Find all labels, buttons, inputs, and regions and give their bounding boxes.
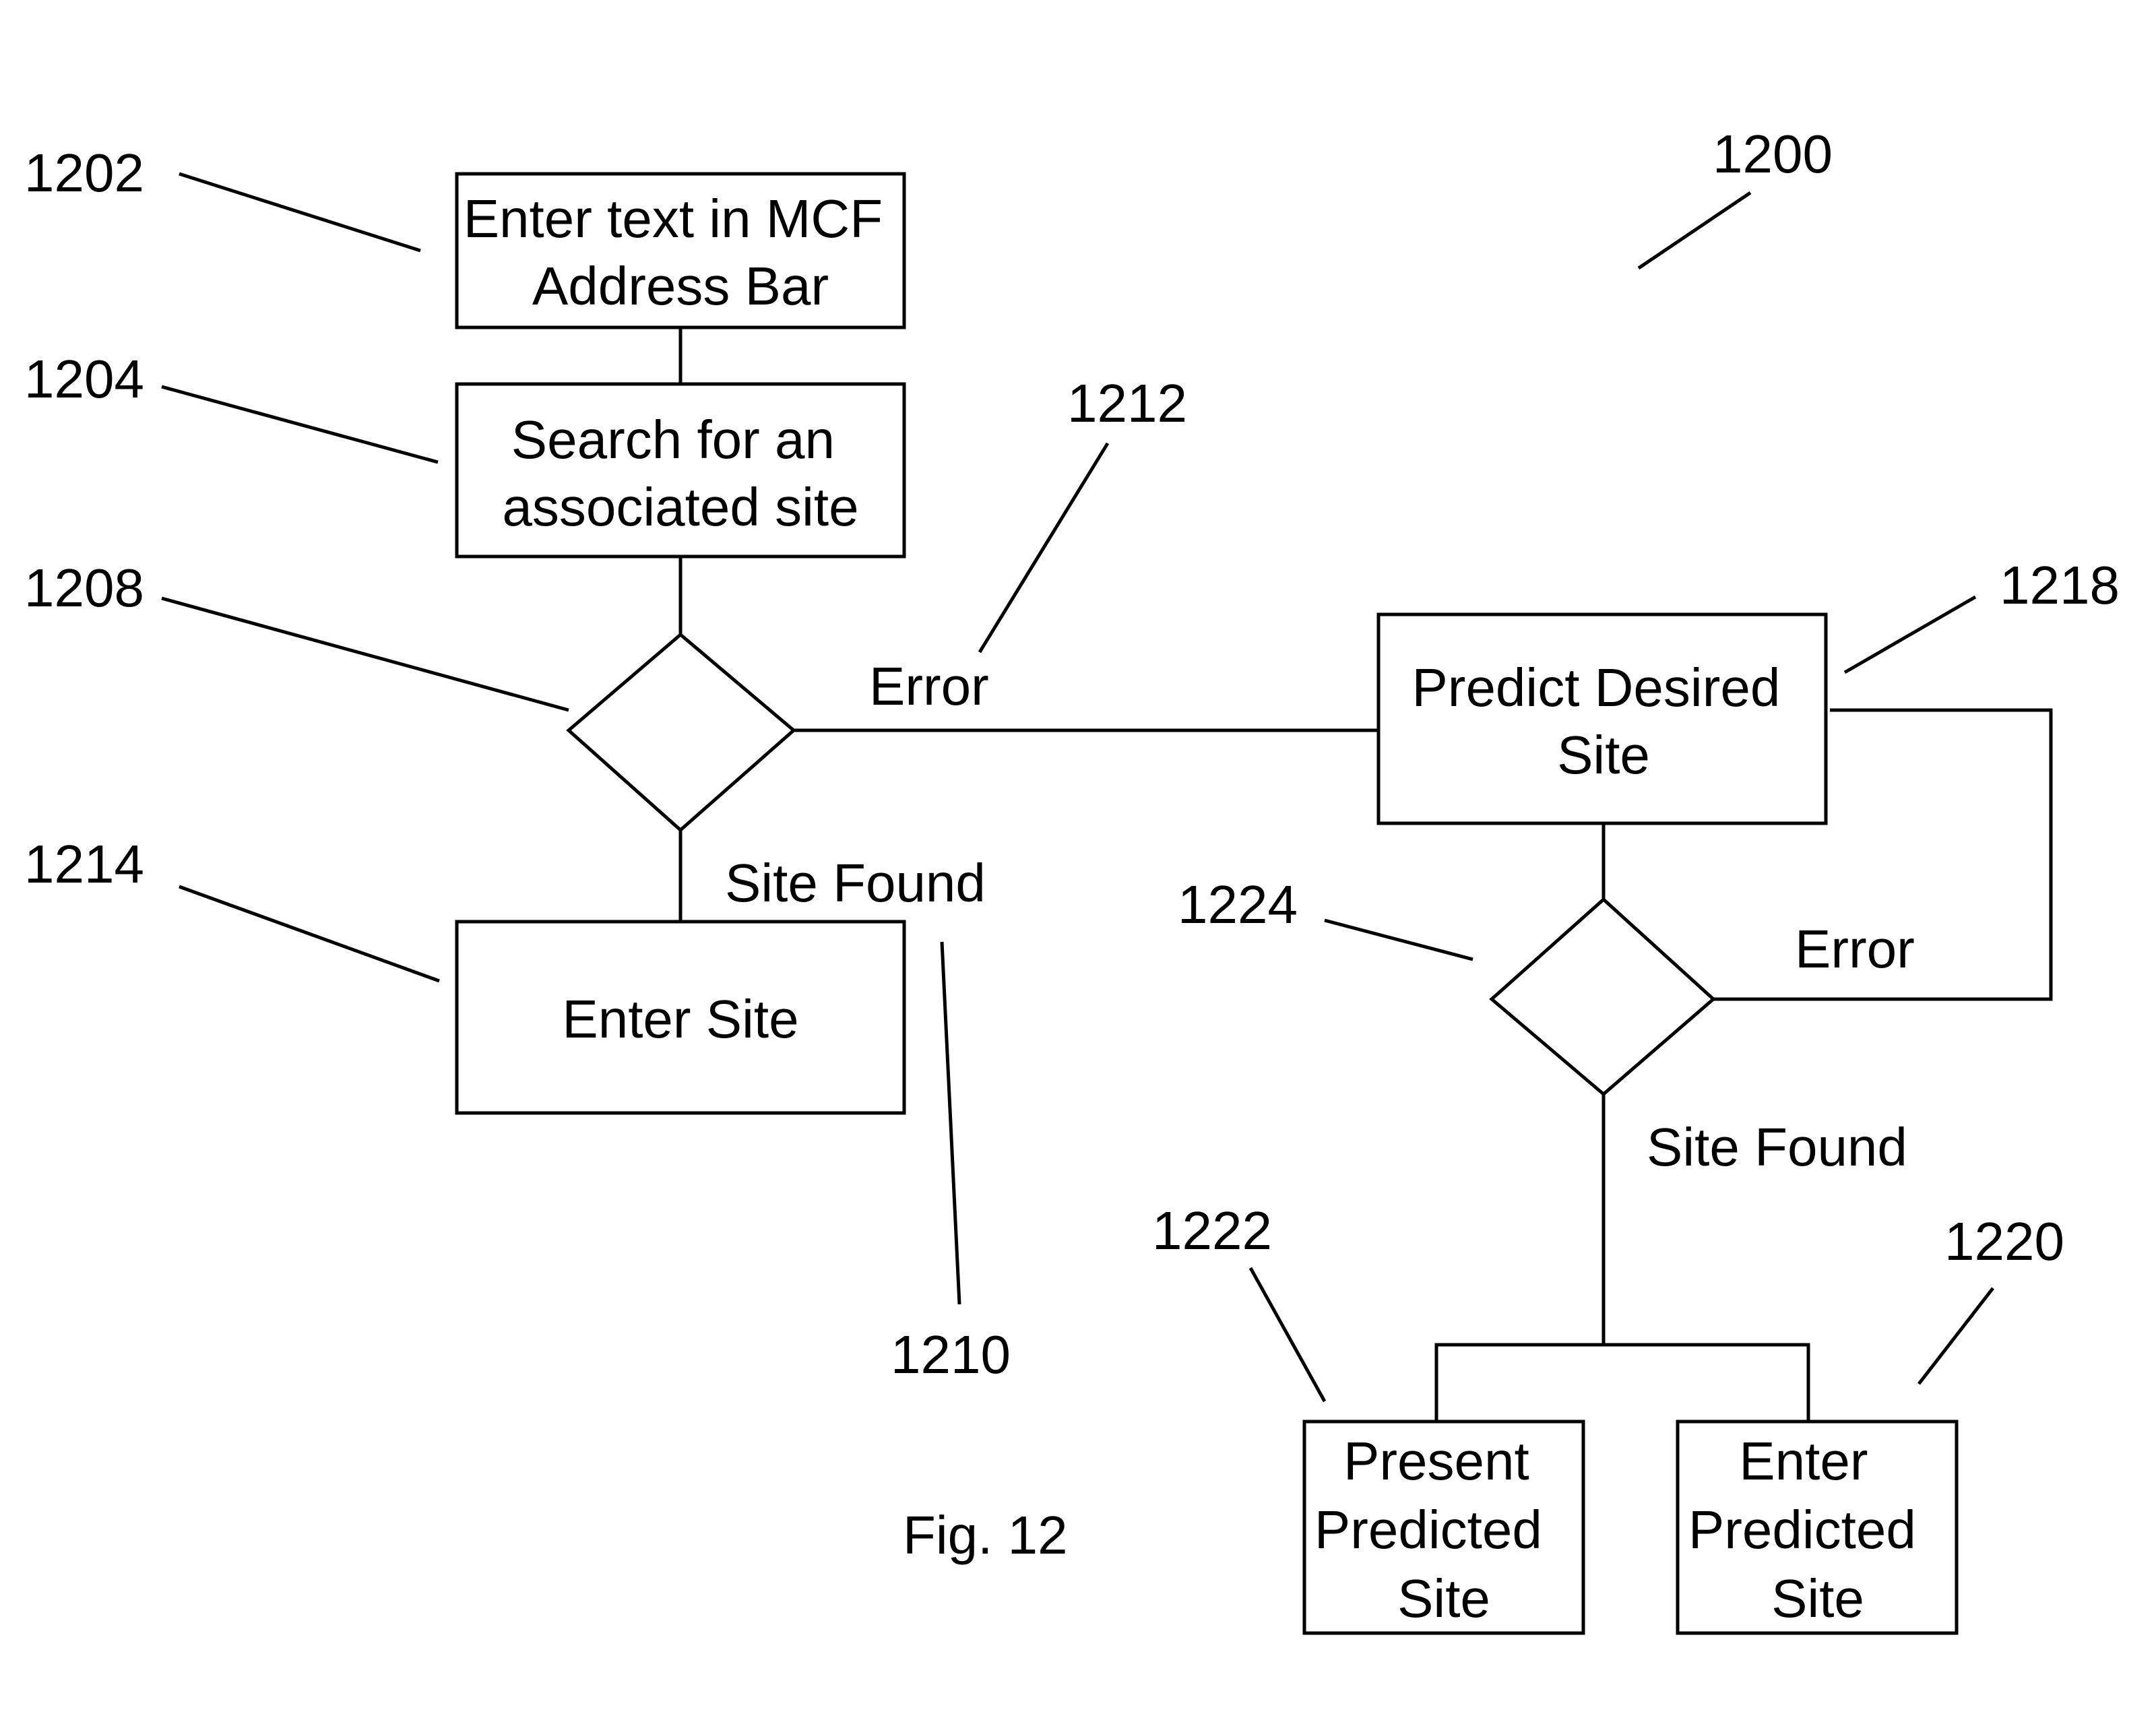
edge-label-site-found-2: Site Found bbox=[1647, 1117, 1907, 1177]
leader-1220 bbox=[1919, 1288, 1993, 1384]
box-label-line: Address Bar bbox=[532, 256, 829, 316]
box-label-line: Enter bbox=[1739, 1431, 1868, 1491]
box-enter-predicted-1220: Enter Predicted Site bbox=[1678, 1422, 1957, 1633]
edge-label-error-2: Error bbox=[1795, 919, 1915, 979]
ref-label-1222: 1222 bbox=[1152, 1201, 1272, 1261]
leader-1210 bbox=[942, 942, 959, 1304]
box-label-line: Site bbox=[1771, 1568, 1864, 1628]
box-predict-site-1218: Predict Desired Site bbox=[1378, 614, 1826, 823]
box-label-line: Predicted bbox=[1314, 1500, 1542, 1560]
decision-diamond-1224 bbox=[1492, 899, 1713, 1094]
ref-label-1214: 1214 bbox=[24, 834, 144, 894]
leader-1224 bbox=[1325, 920, 1473, 959]
decision-diamond-1208 bbox=[569, 635, 794, 830]
box-label-line: Enter text in MCF bbox=[464, 189, 883, 249]
box-label: Enter Site bbox=[562, 989, 798, 1049]
box-label-line: Site bbox=[1557, 725, 1650, 785]
box-enter-text-1202: Enter text in MCF Address Bar bbox=[457, 174, 904, 327]
box-label-line: Predict Desired bbox=[1412, 658, 1780, 718]
edge-label-error-1: Error bbox=[869, 656, 989, 716]
box-label-line: Enter Site bbox=[562, 989, 798, 1049]
ref-label-1210: 1210 bbox=[891, 1325, 1011, 1385]
box-enter-site-1214: Enter Site bbox=[457, 922, 904, 1113]
leader-1214 bbox=[179, 887, 439, 981]
ref-label-1220: 1220 bbox=[1944, 1211, 2064, 1271]
leader-1204 bbox=[162, 387, 438, 462]
ref-label-1212: 1212 bbox=[1067, 373, 1187, 433]
leader-1212 bbox=[980, 443, 1108, 652]
box-label-line: Search for an bbox=[511, 410, 835, 470]
box-label-line: associated site bbox=[502, 477, 858, 537]
leader-1202 bbox=[179, 174, 420, 251]
ref-label-1204: 1204 bbox=[24, 349, 144, 409]
ref-label-1224: 1224 bbox=[1178, 874, 1298, 934]
ref-label-1202: 1202 bbox=[24, 143, 144, 203]
edge-label-site-found-1: Site Found bbox=[725, 853, 986, 913]
leader-1208 bbox=[162, 598, 569, 710]
ref-label-1208: 1208 bbox=[24, 558, 144, 618]
box-present-predicted-1222: Present Predicted Site bbox=[1304, 1422, 1583, 1633]
box-search-site-1204: Search for an associated site bbox=[457, 384, 904, 556]
ref-label-1200: 1200 bbox=[1713, 124, 1833, 184]
connector-split-to-1222-1220 bbox=[1436, 1345, 1808, 1422]
leader-1222 bbox=[1250, 1268, 1325, 1401]
ref-label-1218: 1218 bbox=[2000, 555, 2120, 615]
leader-1200 bbox=[1639, 193, 1750, 268]
box-label-line: Predicted bbox=[1688, 1500, 1916, 1560]
leader-1218 bbox=[1845, 597, 1975, 672]
box-label-line: Site bbox=[1397, 1568, 1490, 1628]
box-label-line: Present bbox=[1343, 1431, 1529, 1491]
figure-caption: Fig. 12 bbox=[903, 1505, 1068, 1565]
box-outline bbox=[1378, 614, 1826, 823]
